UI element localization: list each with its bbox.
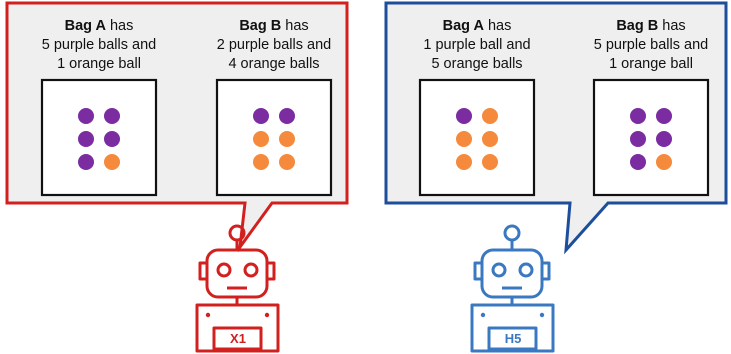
purple-ball bbox=[78, 131, 94, 147]
bag-has-text: has bbox=[281, 18, 309, 34]
robot-icon-h5 bbox=[470, 224, 555, 353]
purple-ball bbox=[104, 108, 120, 124]
orange-ball bbox=[279, 154, 295, 170]
purple-ball bbox=[279, 108, 295, 124]
robot-label-h5: H5 bbox=[504, 331, 522, 346]
purple-ball bbox=[78, 108, 94, 124]
purple-ball bbox=[104, 131, 120, 147]
bag-box-right-b bbox=[592, 78, 710, 197]
ball-grid-left-b bbox=[253, 108, 295, 170]
orange-ball bbox=[482, 108, 498, 124]
purple-ball bbox=[630, 154, 646, 170]
purple-ball bbox=[456, 108, 472, 124]
orange-ball bbox=[482, 131, 498, 147]
bag-line-2: 1 purple ball and bbox=[423, 37, 531, 53]
bag-line-3: 1 orange ball bbox=[609, 56, 693, 72]
orange-ball bbox=[656, 154, 672, 170]
orange-ball bbox=[253, 131, 269, 147]
bag-name: Bag B bbox=[239, 18, 282, 34]
bag-a-description-right: Bag A has 1 purple ball and 5 orange bal… bbox=[397, 17, 557, 74]
bag-line-3: 1 orange ball bbox=[57, 56, 141, 72]
bag-name: Bag A bbox=[442, 18, 484, 34]
purple-ball bbox=[656, 131, 672, 147]
orange-ball bbox=[104, 154, 120, 170]
orange-ball bbox=[279, 131, 295, 147]
purple-ball bbox=[656, 108, 672, 124]
purple-ball bbox=[78, 154, 94, 170]
bag-line-2: 5 purple balls and bbox=[593, 37, 709, 53]
bag-has-text: has bbox=[658, 18, 686, 34]
orange-ball bbox=[456, 131, 472, 147]
bag-b-description-right: Bag B has 5 purple balls and 1 orange ba… bbox=[571, 17, 731, 74]
bag-has-text: has bbox=[483, 18, 512, 34]
bag-line-2: 2 purple balls and bbox=[216, 37, 332, 53]
bag-a-description-left: Bag A has 5 purple balls and 1 orange ba… bbox=[19, 17, 179, 74]
purple-ball bbox=[630, 131, 646, 147]
bag-box-right-a bbox=[418, 78, 536, 197]
orange-ball bbox=[482, 154, 498, 170]
bag-box-left-b bbox=[215, 78, 333, 197]
orange-ball bbox=[456, 154, 472, 170]
ball-grid-left-a bbox=[78, 108, 120, 170]
ball-grid-right-a bbox=[456, 108, 498, 170]
bag-line-2: 5 purple balls and bbox=[41, 37, 157, 53]
purple-ball bbox=[253, 108, 269, 124]
purple-ball bbox=[630, 108, 646, 124]
bag-name: Bag A bbox=[64, 18, 106, 34]
ball-grid-right-b bbox=[630, 108, 672, 170]
bag-box-left-a bbox=[40, 78, 158, 197]
bag-has-text: has bbox=[105, 18, 134, 34]
robot-icon-x1 bbox=[195, 224, 280, 353]
orange-ball bbox=[253, 154, 269, 170]
bag-b-description-left: Bag B has 2 purple balls and 4 orange ba… bbox=[194, 17, 354, 74]
bag-line-3: 5 orange balls bbox=[431, 56, 523, 72]
bag-name: Bag B bbox=[616, 18, 659, 34]
robot-label-x1: X1 bbox=[230, 331, 246, 346]
bag-line-3: 4 orange balls bbox=[228, 56, 320, 72]
